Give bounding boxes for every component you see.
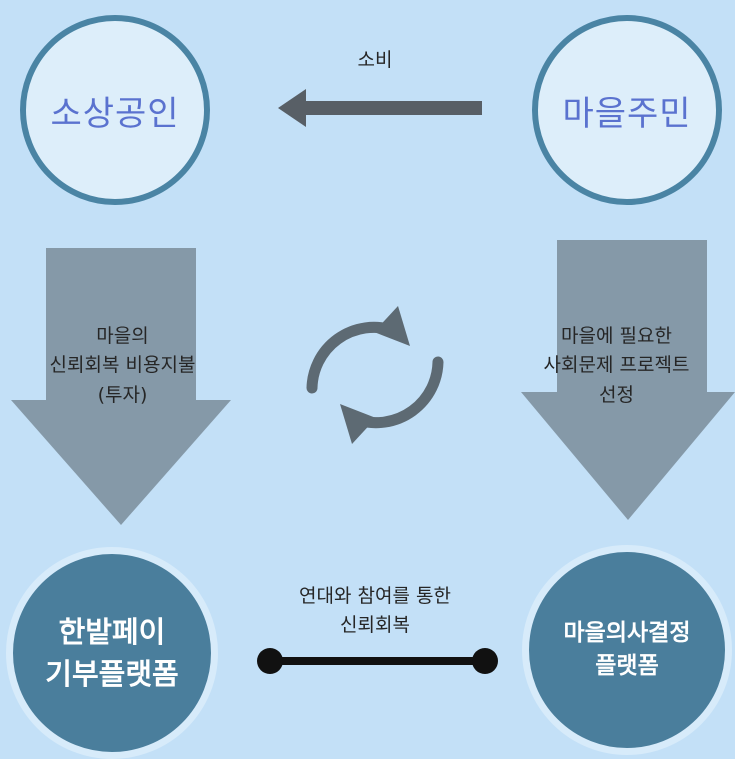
- donation-platform-node: 한밭페이 기부플랫폼: [6, 547, 218, 759]
- decision-platform-label: 마을의사결정 플랫폼: [563, 619, 691, 679]
- left-arrow-icon: [278, 89, 482, 127]
- residents-label: 마을주민: [562, 93, 692, 134]
- solidarity-edge-label: 연대와 참여를 통한 신뢰회복: [299, 585, 451, 637]
- refresh-cycle-icon: [306, 306, 444, 444]
- project-selection-edge-label: 마을에 필요한 사회문제 프로젝트 선정: [543, 325, 690, 406]
- consumption-edge-label: 소비: [357, 49, 393, 71]
- connector-line-icon: [257, 648, 498, 674]
- donation-platform-label: 한밭페이 기부플랫폼: [45, 614, 179, 691]
- down-arrow-icon: [11, 248, 231, 525]
- merchants-node: 소상공인: [20, 15, 210, 205]
- decision-platform-node: 마을의사결정 플랫폼: [522, 545, 732, 755]
- merchants-label: 소상공인: [50, 93, 180, 134]
- trust-payment-edge-label: 마을의 신뢰회복 비용지불 (투자): [49, 325, 196, 406]
- residents-node: 마을주민: [532, 15, 722, 205]
- down-arrow-icon: [521, 240, 735, 520]
